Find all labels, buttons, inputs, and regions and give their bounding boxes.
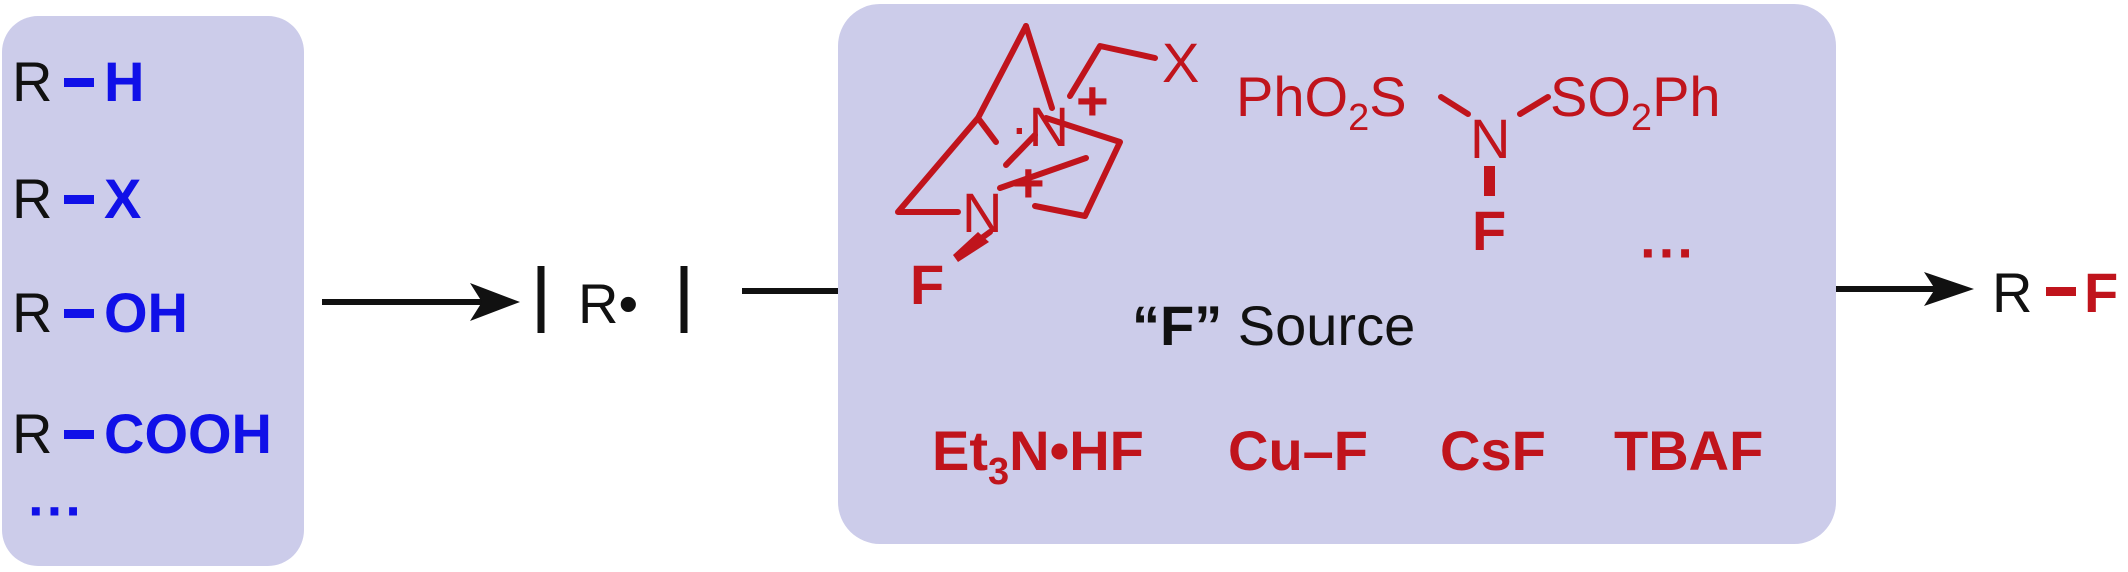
product-r-label: R	[1992, 261, 2032, 324]
substrate-rh: R H	[12, 50, 144, 113]
radical-intermediate: R•	[537, 266, 688, 335]
substrate-group-label: COOH	[104, 402, 272, 465]
substrate-list: R H R X R OH R COOH ···	[12, 50, 272, 542]
selectfluor-n-bottom: N	[962, 181, 1002, 244]
fluorine-wedge-bond	[953, 232, 989, 262]
substrate-r-label: R	[12, 50, 52, 113]
product-bond	[2046, 287, 2076, 296]
substrate-roh: R OH	[12, 281, 188, 344]
fluorine-source-more-ellipsis: ···	[1640, 221, 1696, 284]
substrate-more-ellipsis: ···	[28, 479, 84, 542]
nfsi-nf-bond	[1484, 166, 1495, 196]
arrow-to-product	[1836, 272, 1974, 306]
product-fluorine: F	[2084, 261, 2118, 324]
selectfluor-structure: ·N + N + X F	[895, 23, 1199, 316]
fluorine-source-title: “F” Source	[1132, 294, 1415, 357]
substrate-bond	[64, 309, 94, 318]
substrate-bond	[64, 430, 94, 439]
reagent-cu-f: Cu–F	[1228, 419, 1368, 482]
nfsi-structure: PhO2S N SO2Ph F	[1236, 65, 1721, 262]
nfsi-left-group: PhO2S	[1236, 65, 1407, 139]
substrate-group-label: X	[104, 167, 141, 230]
reagent-et3n-hf: Et3N•HF	[932, 419, 1144, 493]
reagent-list: Et3N•HF Cu–F CsF TBAF	[932, 419, 1763, 493]
substrate-bond	[64, 195, 94, 204]
product: R F	[1992, 261, 2118, 324]
substrate-r-label: R	[12, 281, 52, 344]
reagent-csf: CsF	[1440, 419, 1546, 482]
substrate-group-label: OH	[104, 281, 188, 344]
substrate-rx: R X	[12, 167, 141, 230]
nfsi-right-group: SO2Ph	[1550, 65, 1721, 139]
selectfluor-fluorine: F	[910, 253, 944, 316]
radical-label: R•	[578, 272, 638, 335]
substrate-bond	[64, 78, 94, 87]
reagent-tbaf: TBAF	[1614, 419, 1763, 482]
substrate-r-label: R	[12, 167, 52, 230]
fluorine-source-panel	[838, 4, 1836, 544]
selectfluor-charge-top: +	[1076, 69, 1109, 132]
arrow-to-radical	[322, 283, 520, 321]
substrate-rcooh: R COOH	[12, 402, 272, 465]
selectfluor-n-top: ·N	[1010, 95, 1069, 158]
selectfluor-x-substituent: X	[1162, 31, 1199, 94]
nfsi-nitrogen: N	[1470, 107, 1510, 170]
selectfluor-charge-bottom: +	[1012, 151, 1045, 214]
substrate-group-label: H	[104, 50, 144, 113]
substrate-panel	[2, 16, 304, 566]
nfsi-fluorine: F	[1472, 199, 1506, 262]
substrate-r-label: R	[12, 402, 52, 465]
